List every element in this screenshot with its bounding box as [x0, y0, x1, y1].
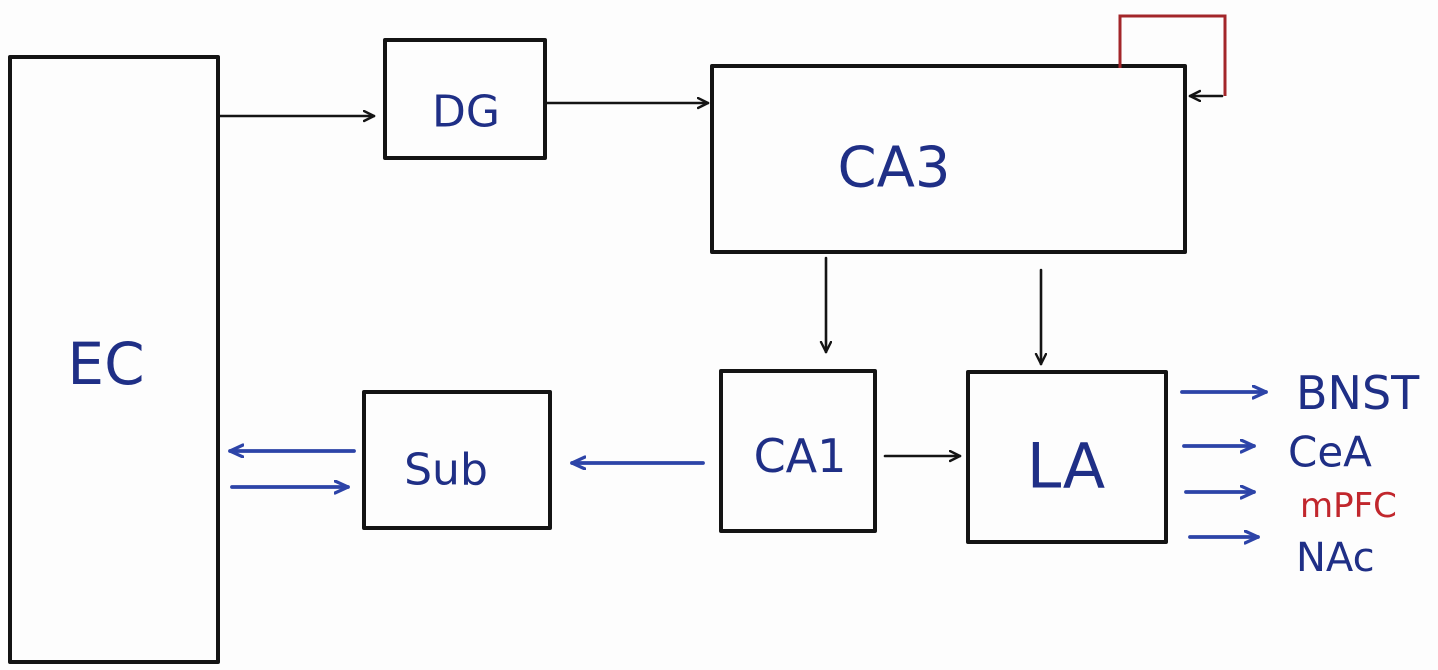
- ca3-label: CA3: [837, 136, 950, 201]
- ec-box: [8, 55, 220, 664]
- dg-box: [383, 38, 547, 160]
- la-box: [966, 370, 1168, 544]
- ca1-box: [719, 369, 877, 533]
- output-label-cea: CeA: [1288, 428, 1372, 477]
- output-label-bnst: BNST: [1296, 366, 1420, 420]
- sub-label: Sub: [404, 445, 488, 496]
- output-label-mpfc: mPFC: [1300, 486, 1397, 526]
- output-label-nac: NAc: [1296, 535, 1375, 581]
- ca1-label: CA1: [754, 429, 847, 483]
- sub-box: [362, 390, 552, 530]
- dg-label: DG: [432, 87, 500, 138]
- la-label: LA: [1027, 430, 1105, 503]
- ec-label: EC: [67, 330, 144, 398]
- ca3-recurrent-loop: [1118, 14, 1227, 96]
- ca3-box: [710, 64, 1187, 254]
